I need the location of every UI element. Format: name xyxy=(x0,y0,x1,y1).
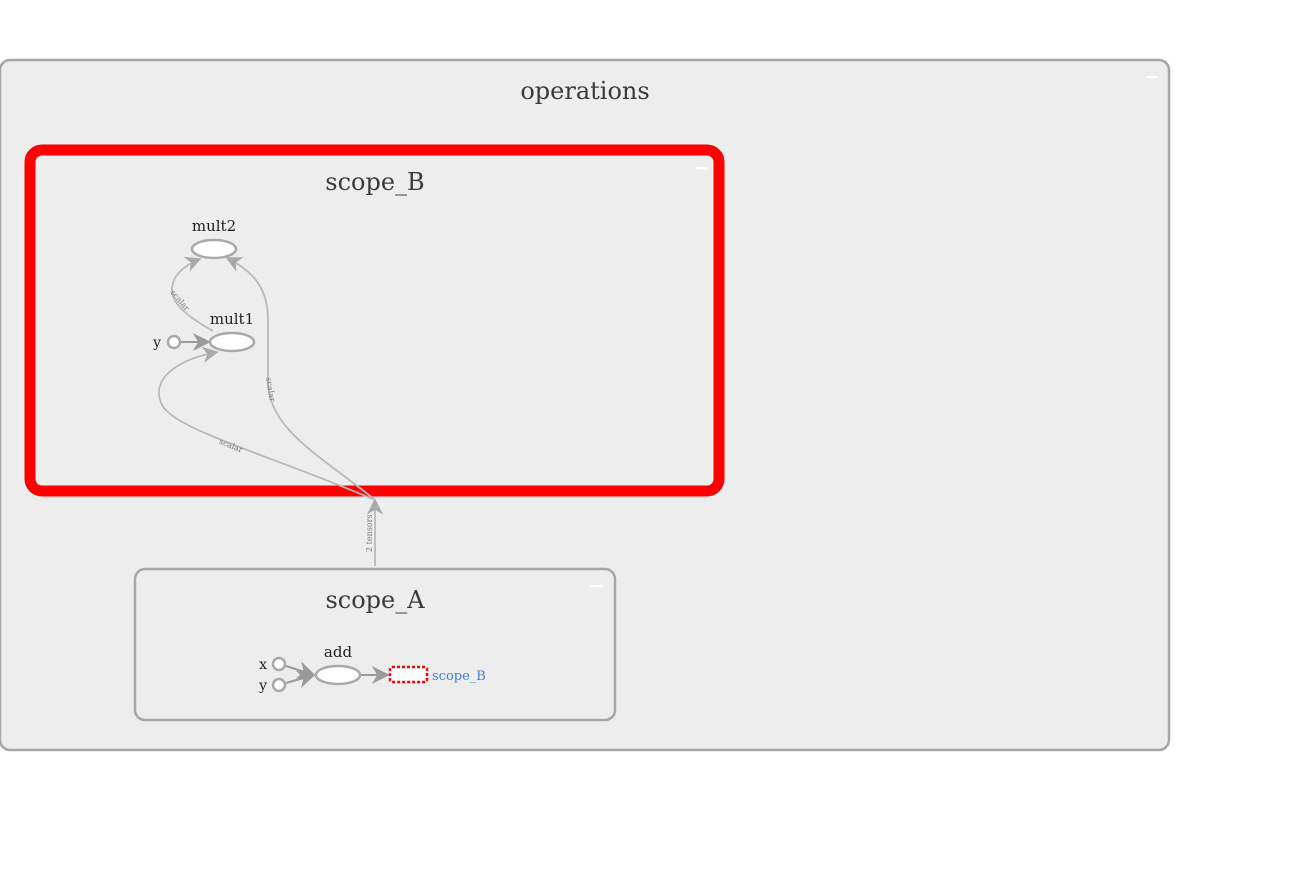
group-title-scope-b: scope_B xyxy=(325,168,424,196)
node-label-mult2: mult2 xyxy=(192,217,236,235)
node-scope-b-reference[interactable]: scope_B xyxy=(388,665,486,684)
link-scope-b[interactable]: scope_B xyxy=(432,669,486,684)
node-add[interactable]: add xyxy=(314,643,362,686)
node-x-scope-a[interactable]: x xyxy=(259,656,287,673)
edge-label-a-to-b: 2 tensors xyxy=(365,514,374,552)
group-title-operations: operations xyxy=(520,77,649,105)
node-mult1[interactable]: mult1 xyxy=(208,310,256,353)
group-scope-b[interactable]: scope_B xyxy=(24,144,725,497)
edge-a-to-mult1[interactable] xyxy=(158,346,376,501)
node-y-scope-a[interactable]: y xyxy=(258,677,287,694)
node-label-y: y xyxy=(152,335,161,351)
node-y-scope-b[interactable]: y xyxy=(152,334,182,351)
minus-icon[interactable] xyxy=(590,585,603,588)
group-scope-a[interactable]: scope_A xyxy=(133,567,617,722)
edge-label-a-to-mult2: scalar xyxy=(264,377,277,403)
node-label-x: x xyxy=(259,657,267,673)
node-label-y: y xyxy=(258,678,267,694)
minus-icon[interactable] xyxy=(1146,76,1158,79)
minus-icon[interactable] xyxy=(696,167,708,170)
node-label-mult1: mult1 xyxy=(210,310,254,328)
node-label-add: add xyxy=(324,643,353,661)
edge-y-to-add[interactable] xyxy=(285,670,316,689)
edge-mult1-to-mult2[interactable] xyxy=(171,256,214,332)
node-mult2[interactable]: mult2 xyxy=(190,217,238,260)
group-title-scope-a: scope_A xyxy=(325,586,425,614)
edge-a-to-mult2[interactable] xyxy=(225,257,376,501)
